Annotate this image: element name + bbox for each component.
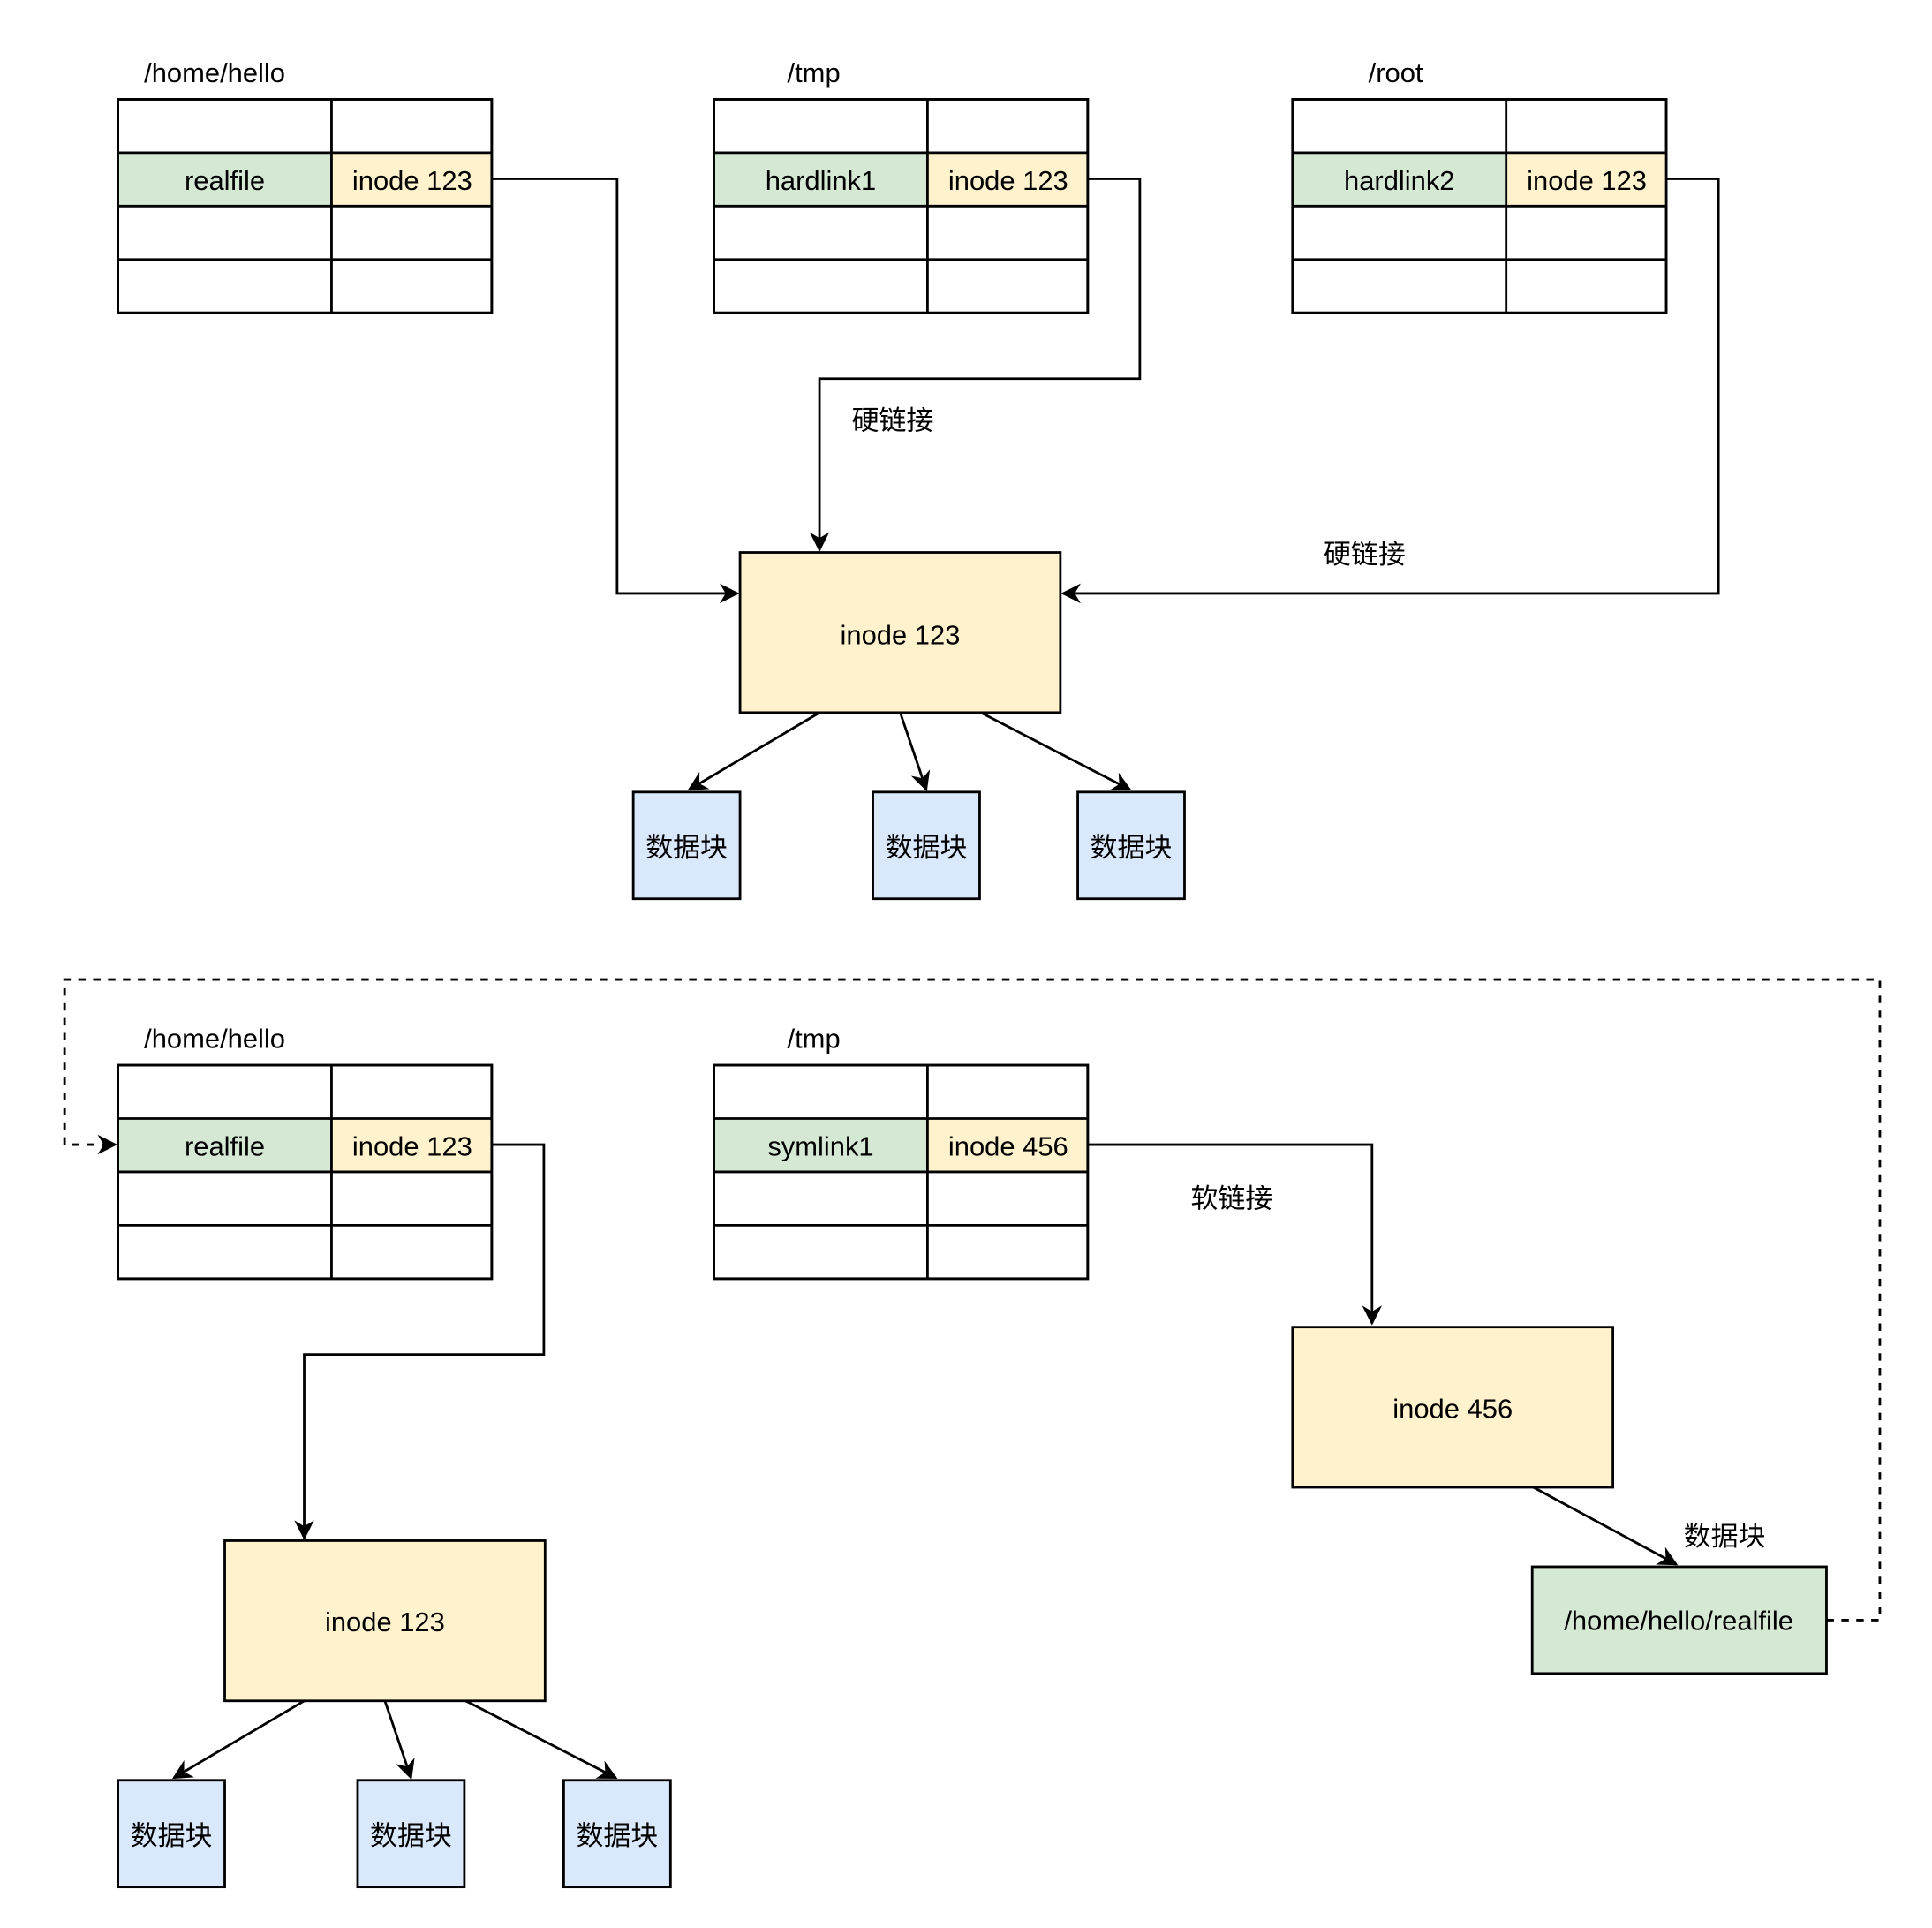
inode-box: inode 123 xyxy=(738,551,1062,714)
dir-path-label: /tmp xyxy=(788,1023,841,1054)
inode-box: inode 123 xyxy=(223,1539,547,1703)
inode-box-label: inode 123 xyxy=(325,1607,445,1637)
dir-entry-inode: inode 123 xyxy=(948,165,1068,196)
inode-box-label: inode 456 xyxy=(1392,1393,1513,1424)
inode-box-label: inode 123 xyxy=(841,620,961,651)
dir-entry-inode: inode 123 xyxy=(352,165,472,196)
edge-label-hardlink: 硬链接 xyxy=(1324,539,1406,571)
dir-entry-inode: inode 123 xyxy=(352,1131,472,1162)
inode-box-symlink: inode 456 xyxy=(1291,1326,1615,1489)
target-path-label: /home/hello/realfile xyxy=(1564,1606,1793,1637)
dir-entry-name: realfile xyxy=(185,165,265,196)
svg-text:数据块: 数据块 xyxy=(370,1820,452,1852)
svg-text:数据块: 数据块 xyxy=(886,832,968,864)
data-block-label: 数据块 xyxy=(1684,1521,1766,1553)
svg-text:数据块: 数据块 xyxy=(1091,832,1173,864)
data-block: 数据块 xyxy=(872,790,981,901)
edge-inode-to-block xyxy=(464,1699,618,1780)
edge-symlink-to-inode xyxy=(1087,1143,1383,1326)
svg-text:数据块: 数据块 xyxy=(645,832,728,864)
edge-label-hardlink: 硬链接 xyxy=(852,405,934,436)
dir-entry-name-cell xyxy=(117,152,332,207)
dir-table-tmp: /tmp symlink1 inode 456 xyxy=(713,1023,1090,1281)
edge-inode-to-block xyxy=(980,711,1132,791)
data-block: 数据块 xyxy=(1076,790,1186,901)
data-block: 数据块 xyxy=(562,1779,672,1889)
dir-entry-name-cell xyxy=(713,152,928,207)
dir-entry-name: realfile xyxy=(185,1131,265,1162)
edge-label-softlink: 软链接 xyxy=(1191,1183,1273,1215)
dir-entry-inode-cell xyxy=(927,1118,1088,1172)
edge-target-to-realfile-dashed xyxy=(63,978,1882,1622)
dir-entry-inode-cell xyxy=(927,152,1088,207)
dir-path-label: /home/hello xyxy=(144,1023,285,1054)
data-block: 数据块 xyxy=(631,790,742,901)
dir-table-root: /root hardlink2 inode 123 xyxy=(1291,57,1668,314)
svg-text:数据块: 数据块 xyxy=(576,1820,658,1852)
edge-hardlink1-to-inode xyxy=(809,178,1142,552)
edge-inode-to-block xyxy=(171,1699,306,1780)
edge-realfile-to-inode xyxy=(294,1143,546,1540)
dir-entry-inode: inode 456 xyxy=(948,1131,1068,1162)
dir-path-label: /root xyxy=(1369,57,1423,88)
dir-entry-name: hardlink1 xyxy=(766,165,877,196)
dir-entry-name-cell xyxy=(1292,152,1506,207)
dir-table-home-hello: /home/hello realfile inode 123 xyxy=(117,1023,494,1281)
dir-entry-inode-cell xyxy=(331,1118,492,1172)
dir-entry-name-cell xyxy=(117,1118,332,1172)
edge-inode-to-block xyxy=(899,712,931,792)
dir-entry-name: hardlink2 xyxy=(1344,165,1455,196)
dir-path-label: /home/hello xyxy=(144,57,285,88)
dir-entry-inode-cell xyxy=(331,152,492,207)
data-block: 数据块 xyxy=(117,1779,226,1889)
edge-inode-to-block xyxy=(383,1700,415,1781)
dir-entry-inode-cell xyxy=(1506,152,1667,207)
data-block: 数据块 xyxy=(356,1779,466,1889)
svg-text:数据块: 数据块 xyxy=(131,1820,213,1852)
edge-inode-to-target xyxy=(1532,1486,1679,1566)
edge-hardlink2-to-inode xyxy=(1060,178,1720,604)
dir-table-tmp: /tmp hardlink1 inode 123 xyxy=(713,57,1090,314)
edge-realfile-to-inode xyxy=(491,178,740,604)
dir-entry-name: symlink1 xyxy=(767,1131,873,1162)
dir-entry-inode: inode 123 xyxy=(1527,165,1647,196)
dir-path-label: /tmp xyxy=(788,57,841,88)
dir-entry-name-cell xyxy=(713,1118,928,1172)
target-path-block: /home/hello/realfile xyxy=(1530,1565,1828,1675)
dir-table-home-hello: /home/hello realfile inode 123 xyxy=(117,57,494,314)
edge-inode-to-block xyxy=(687,711,820,791)
